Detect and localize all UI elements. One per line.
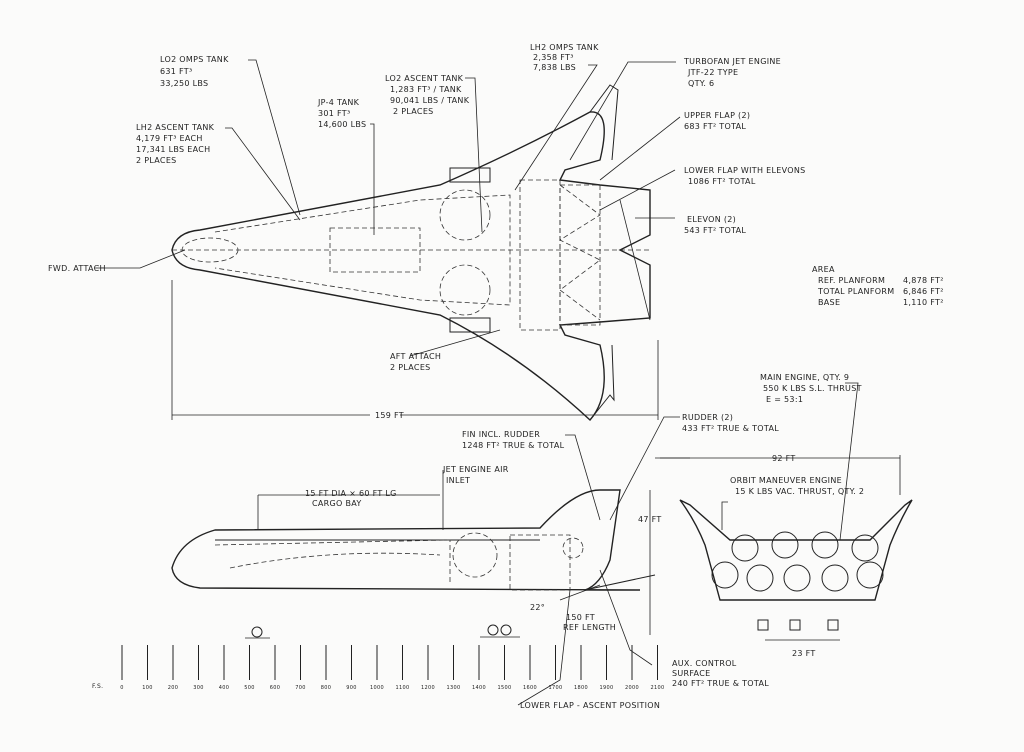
side-leaders bbox=[517, 416, 680, 706]
lower-flap-label: LOWER FLAP WITH ELEVONS bbox=[684, 166, 806, 175]
elevon-label: ELEVON (2) bbox=[687, 215, 736, 224]
fwd-attach-label: FWD. ATTACH bbox=[48, 264, 106, 273]
station-tick-label: 1100 bbox=[396, 685, 410, 691]
main-engine-nozzle bbox=[821, 564, 849, 592]
station-tick-label: 0 bbox=[120, 685, 123, 691]
aft-attach-label: AFT ATTACH bbox=[390, 352, 441, 361]
station-tick-label: 700 bbox=[295, 685, 305, 691]
station-tick-label: 2100 bbox=[651, 685, 665, 691]
svg-text:AREA: AREA bbox=[812, 265, 835, 274]
main-engine-nozzle bbox=[856, 561, 884, 589]
track-label: 23 FT bbox=[792, 649, 816, 658]
cargo-bay-label: 15 FT DIA × 60 FT LG bbox=[305, 489, 397, 498]
lo2-omps-label: LO2 OMPS TANK bbox=[160, 55, 229, 64]
ref-length-label: 150 FT bbox=[566, 613, 595, 622]
main-engine-nozzle bbox=[711, 561, 739, 589]
svg-text:6,846 FT²: 6,846 FT² bbox=[903, 287, 944, 296]
station-tick-label: 1600 bbox=[523, 685, 537, 691]
height-label: 47 FT bbox=[638, 515, 662, 524]
turbofan-label: TURBOFAN JET ENGINE bbox=[683, 57, 781, 66]
span-label: 92 FT bbox=[772, 454, 796, 463]
top-view-leaders bbox=[95, 59, 681, 420]
orbit-engine-label: ORBIT MANEUVER ENGINE bbox=[730, 476, 842, 485]
svg-text:1,110 FT²: 1,110 FT² bbox=[903, 298, 944, 307]
station-tick-label: 800 bbox=[321, 685, 331, 691]
station-tick-label: 1400 bbox=[472, 685, 486, 691]
aux-control-label: AUX. CONTROL bbox=[672, 659, 737, 668]
station-tick-label: 400 bbox=[219, 685, 229, 691]
station-tick-label: 200 bbox=[168, 685, 178, 691]
station-tick-label: 500 bbox=[244, 685, 254, 691]
rear-view bbox=[655, 382, 913, 641]
lh2-ascent-label: LH2 ASCENT TANK bbox=[136, 123, 215, 132]
station-tick-label: 1900 bbox=[600, 685, 614, 691]
upper-flap-label: UPPER FLAP (2) bbox=[684, 111, 750, 120]
rudder-label: RUDDER (2) bbox=[682, 413, 733, 422]
station-tick-label: 100 bbox=[142, 685, 152, 691]
lower-flap-ascent-label: LOWER FLAP - ASCENT POSITION bbox=[520, 701, 660, 710]
svg-text:RUDDER (2)433 FT² TRUE & TOTAL: RUDDER (2)433 FT² TRUE & TOTAL bbox=[682, 413, 779, 433]
side-view-profile bbox=[171, 457, 690, 639]
svg-text:UPPER FLAP (2)683 FT² TOTAL: UPPER FLAP (2)683 FT² TOTAL bbox=[684, 111, 750, 131]
lo2-ascent-label: LO2 ASCENT TANK bbox=[385, 74, 464, 83]
inlet-label: JET ENGINE AIR bbox=[442, 465, 509, 474]
svg-text:ELEVON (2)543 FT² TOTAL: ELEVON (2)543 FT² TOTAL bbox=[684, 215, 746, 235]
station-tick-label: 600 bbox=[270, 685, 280, 691]
top-view-planform bbox=[171, 84, 651, 422]
main-engine-nozzle bbox=[746, 564, 774, 592]
main-engine-nozzle bbox=[783, 564, 811, 592]
fin-label: FIN INCL. RUDDER bbox=[462, 430, 540, 439]
station-tick-label: 300 bbox=[193, 685, 203, 691]
station-tick-label: 900 bbox=[346, 685, 356, 691]
station-prefix: F.S. bbox=[92, 683, 103, 690]
svg-text:REF. PLANFORM: REF. PLANFORM bbox=[818, 276, 885, 285]
main-engine-nozzle bbox=[811, 531, 839, 559]
svg-text:TOTAL PLANFORM: TOTAL PLANFORM bbox=[817, 287, 894, 296]
angle-label: 22° bbox=[530, 603, 545, 612]
svg-text:4,878 FT²: 4,878 FT² bbox=[903, 276, 944, 285]
top-length-label: 159 FT bbox=[375, 411, 404, 420]
main-engine-nozzle bbox=[771, 531, 799, 559]
station-tick-label: 1000 bbox=[370, 685, 384, 691]
svg-text:BASE: BASE bbox=[818, 298, 840, 307]
station-tick-label: 1700 bbox=[549, 685, 563, 691]
station-tick-label: 2000 bbox=[625, 685, 639, 691]
main-engine-nozzle bbox=[731, 534, 759, 562]
station-tick-label: 1500 bbox=[498, 685, 512, 691]
jp4-label: JP-4 TANK bbox=[317, 98, 360, 107]
station-tick-label: 1300 bbox=[447, 685, 461, 691]
station-scale: F.S. 0 100 200 300 400 500 600 700 800 900 1000 110… bbox=[92, 645, 664, 691]
main-engine-label: MAIN ENGINE, QTY. 9 bbox=[760, 373, 849, 382]
area-table: AREA REF. PLANFORM 4,878 FT² TOTAL PLANFO… bbox=[812, 265, 944, 307]
station-tick-label: 1800 bbox=[574, 685, 588, 691]
main-engine-nozzle bbox=[851, 534, 879, 562]
station-tick-label: 1200 bbox=[421, 685, 435, 691]
lh2-omps-label: LH2 OMPS TANK bbox=[530, 43, 599, 52]
